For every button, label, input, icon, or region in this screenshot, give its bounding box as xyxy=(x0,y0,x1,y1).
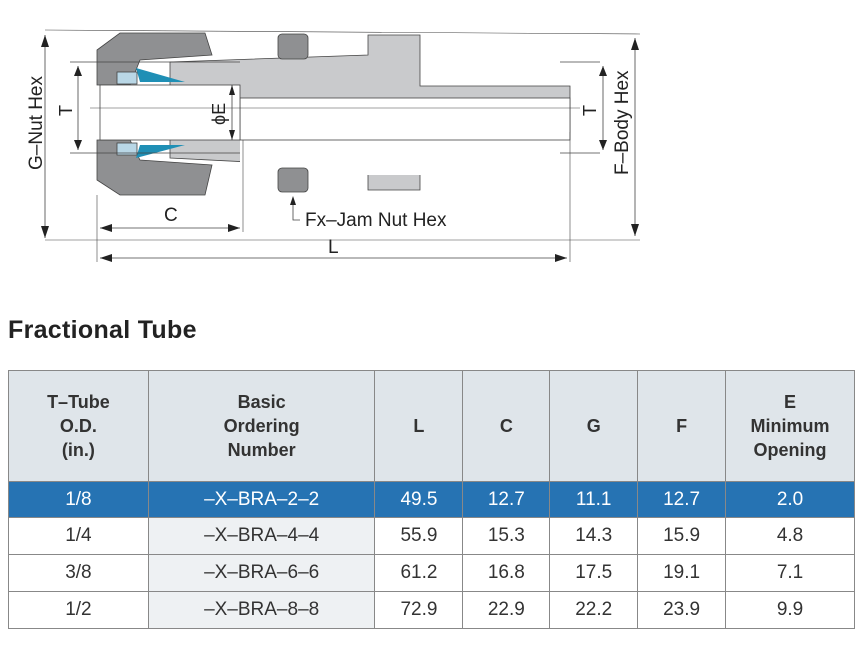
column-header: G xyxy=(549,370,639,482)
column-header: C xyxy=(462,370,551,482)
header-line: E xyxy=(784,392,797,412)
header-line: F xyxy=(676,416,688,436)
table-cell: 12.7 xyxy=(462,481,551,518)
header-line: L xyxy=(413,416,425,436)
table-cell: 9.9 xyxy=(725,591,855,629)
fitting-diagram: G–Nut Hex T ϕE T F–Body Hex C Fx–Jam Nut… xyxy=(26,29,641,262)
label-fx-jam-nut-hex: Fx–Jam Nut Hex xyxy=(305,210,447,231)
header-line: T–Tube xyxy=(47,392,110,412)
table-cell: 1/8 xyxy=(8,481,149,518)
table-cell: 72.9 xyxy=(374,591,464,629)
table-cell: 14.3 xyxy=(549,517,639,555)
label-f-body-hex: F–Body Hex xyxy=(612,70,633,175)
header-line: Ordering xyxy=(223,416,300,436)
table-cell: 12.7 xyxy=(637,481,727,518)
column-header: F xyxy=(637,370,727,482)
front-ferrule-bottom xyxy=(136,145,185,158)
header-line: Number xyxy=(227,440,296,460)
column-header: L xyxy=(374,370,464,482)
header-line: Opening xyxy=(753,440,827,460)
table-cell: 22.9 xyxy=(462,591,551,629)
label-g-nut-hex: G–Nut Hex xyxy=(26,76,47,170)
table-cell: –X–BRA–2–2 xyxy=(147,481,376,518)
label-t-right: T xyxy=(580,105,600,116)
table-cell: 11.1 xyxy=(549,481,639,518)
table-cell: –X–BRA–4–4 xyxy=(147,517,376,555)
table-cell: 55.9 xyxy=(374,517,464,555)
table-cell: 61.2 xyxy=(374,554,464,592)
table-cell: 1/4 xyxy=(8,517,149,555)
back-ferrule-bottom xyxy=(116,142,138,156)
header-line: G xyxy=(586,416,601,436)
bore xyxy=(239,97,571,141)
header-line: (in.) xyxy=(61,440,95,460)
table-cell: 7.1 xyxy=(725,554,855,592)
table-cell: –X–BRA–6–6 xyxy=(147,554,376,592)
table-cell: 16.8 xyxy=(462,554,551,592)
header-line: C xyxy=(499,416,513,436)
table-cell: 3/8 xyxy=(8,554,149,592)
tube xyxy=(99,84,241,141)
table-cell: 23.9 xyxy=(637,591,727,629)
table-cell: 1/2 xyxy=(8,591,149,629)
table-cell: 22.2 xyxy=(549,591,639,629)
table-cell: 2.0 xyxy=(725,481,855,518)
table-cell: 15.9 xyxy=(637,517,727,555)
table-cell: 19.1 xyxy=(637,554,727,592)
label-l: L xyxy=(328,237,339,258)
label-c: C xyxy=(164,205,178,226)
table-cell: –X–BRA–8–8 xyxy=(147,591,376,629)
jam-nut-bottom xyxy=(277,167,309,193)
header-line: Minimum xyxy=(750,416,830,436)
back-ferrule-top xyxy=(116,71,138,85)
header-line: Basic xyxy=(237,392,286,412)
table-cell: 4.8 xyxy=(725,517,855,555)
table-cell: 49.5 xyxy=(374,481,464,518)
label-phi-e: ϕE xyxy=(209,103,229,125)
header-line: O.D. xyxy=(59,416,97,436)
label-t-left: T xyxy=(56,105,76,116)
table-cell: 15.3 xyxy=(462,517,551,555)
jam-nut-top xyxy=(277,33,309,60)
front-ferrule-top xyxy=(136,68,185,82)
section-title: Fractional Tube xyxy=(8,316,197,344)
table-cell: 17.5 xyxy=(549,554,639,592)
